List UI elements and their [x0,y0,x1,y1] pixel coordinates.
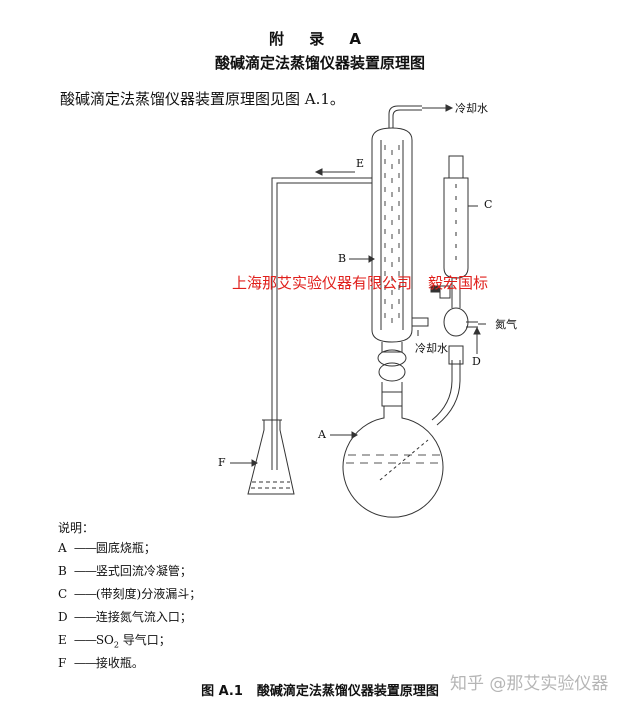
legend-item: F ——接收瓶。 [58,656,144,670]
appendix-title: 酸碱滴定法蒸馏仪器装置原理图 [214,54,425,72]
adapter-bulb [377,349,407,407]
cooling-water-out-label: 冷却水 [455,102,488,115]
label-d: D [472,355,481,368]
reflux-condenser [371,105,422,353]
zhihu-watermark: 知乎 @那艾实验仪器 [450,674,609,694]
figure-number: 图 A.1 [201,684,243,699]
legend-list: A ——圆底烧瓶； B ——竖式回流冷凝管； C ——(带刻度)分液漏斗； D … [58,537,201,675]
label-f: F [218,456,226,469]
side-arm [431,307,486,426]
separatory-funnel [430,155,469,308]
legend-item: C ——(带刻度)分液漏斗； [58,587,202,601]
intro-paragraph: 酸碱滴定法蒸馏仪器装置原理图见图 A.1。 [60,90,345,108]
label-b: B [338,252,347,265]
figure-caption: 图 A.1 酸碱滴定法蒸馏仪器装置原理图 [0,680,640,699]
nitrogen-label: 氮气 [495,318,517,331]
company-name: 上海那艾实验仪器有限公司 [232,274,413,292]
company-watermark: 上海那艾实验仪器有限公司毅宏国标 [232,272,488,293]
legend-item: A ——圆底烧瓶； [58,541,156,555]
label-leaders [230,205,481,467]
appendix-heading: 附 录 A [268,30,372,48]
legend-title: 说明： [58,521,95,535]
label-c: C [484,198,493,211]
cooling-water-in-label: 冷却水 [415,342,448,355]
receiving-flask [247,419,295,495]
label-a: A [318,428,326,441]
label-e: E [356,157,365,170]
round-bottom-flask [342,406,444,518]
figure-title: 酸碱滴定法蒸馏仪器装置原理图 [256,684,439,699]
legend-item: B ——竖式回流冷凝管； [58,564,192,578]
legend-item: D ——连接氮气流入口； [58,610,192,624]
legend-item: E ——SO2 导气口； [58,633,171,650]
cooling-water-out-arrow [422,104,454,112]
brand-name: 毅宏国标 [428,274,489,292]
so2-outlet-tube [271,168,372,470]
